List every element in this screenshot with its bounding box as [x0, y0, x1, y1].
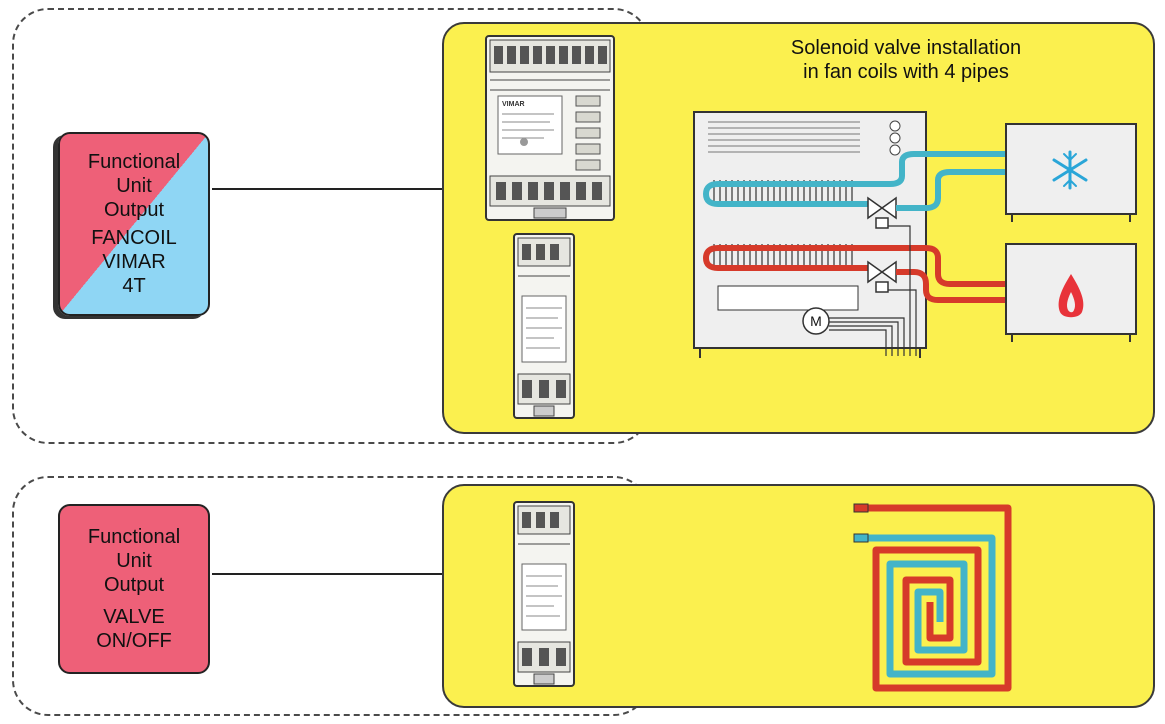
fu-line: Functional	[87, 526, 181, 548]
brand-label: VIMAR	[502, 101, 525, 108]
fu-line: VIMAR	[102, 251, 166, 273]
fu-line: Output	[103, 574, 165, 596]
fu-line: VALVE	[103, 606, 165, 628]
title-line-1: Solenoid valve installation	[790, 37, 1022, 59]
fancoil-module: VIMAR	[485, 35, 615, 221]
flame-icon	[1058, 274, 1084, 318]
fu-line: Unit	[116, 550, 152, 572]
functional-unit-valve[interactable]: Functional Unit Output VALVE ON/OFF	[58, 504, 210, 674]
fu-line: Functional	[87, 151, 181, 173]
fu-line: Unit	[116, 175, 152, 197]
valve-output-module	[513, 501, 575, 687]
fu-line: ON/OFF	[96, 630, 172, 652]
underfloor-heating-coil	[853, 503, 1012, 692]
output-module	[513, 233, 575, 419]
fu-line: Output	[103, 199, 165, 221]
functional-unit-fancoil[interactable]: Functional Unit Output FANCOIL VIMAR 4T	[58, 132, 210, 316]
connector-line	[212, 188, 442, 190]
diagram-title: Solenoid valve installation in fan coils…	[726, 36, 1086, 84]
connector-line	[212, 573, 442, 575]
title-line-2: in fan coils with 4 pipes	[803, 61, 1009, 83]
fancoil-diagram: M	[693, 111, 1137, 358]
snowflake-icon	[1052, 150, 1088, 190]
fu-line: 4T	[122, 275, 146, 297]
motor-label: M	[810, 313, 822, 329]
fu-line: FANCOIL	[91, 227, 177, 249]
